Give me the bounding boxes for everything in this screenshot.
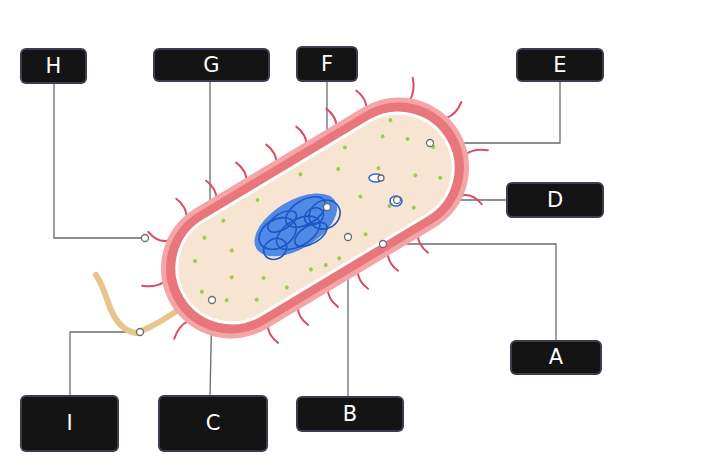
plasmid (390, 196, 402, 206)
ribosome (308, 267, 313, 272)
capsule (142, 78, 488, 357)
label-box: E (518, 50, 602, 80)
leader-point (209, 297, 216, 304)
ribosome (342, 145, 347, 150)
pili (113, 47, 519, 387)
leader-lines (54, 80, 560, 398)
dna-loop (264, 206, 300, 236)
label-letter: B (343, 404, 357, 425)
pilus (466, 143, 488, 161)
ribosome (229, 248, 234, 253)
capsule-halo (135, 71, 495, 364)
ribosome (221, 218, 226, 223)
ribosome (405, 136, 410, 141)
leader-point (137, 329, 144, 336)
leader-line (70, 332, 140, 397)
nucleoid (244, 181, 348, 270)
label-letter: E (553, 55, 566, 76)
dna-loop (260, 234, 291, 264)
ribosome (411, 205, 416, 210)
label-box: F (298, 48, 356, 80)
leader-point (394, 197, 401, 204)
leader-line (54, 82, 145, 238)
leader-point (324, 204, 331, 211)
label-box: C (160, 397, 266, 450)
ribosome (261, 275, 266, 280)
ribosome (323, 262, 328, 267)
label-box: B (298, 398, 402, 430)
leader-line (383, 244, 556, 342)
ribosome (254, 297, 259, 302)
pilus (443, 102, 464, 118)
ribosome (335, 166, 340, 171)
ribosome (413, 172, 418, 177)
cytoplasm (156, 93, 473, 344)
ribosome (202, 235, 207, 240)
ribosome (298, 172, 303, 177)
ribosome (388, 117, 393, 122)
label-letter: G (203, 55, 219, 76)
label-box: I (22, 397, 117, 450)
dna-loop (291, 217, 331, 251)
ribosome (363, 232, 368, 237)
leader-points (137, 140, 434, 336)
cell-body (113, 47, 519, 387)
ribosome (376, 165, 381, 170)
ribosome (358, 194, 363, 199)
ribosome (224, 297, 229, 302)
label-box: D (508, 184, 602, 216)
label-box: G (155, 50, 268, 80)
ribosome (336, 256, 341, 261)
ribosome (255, 197, 260, 202)
ribosome (284, 285, 289, 290)
leader-point (378, 175, 384, 181)
label-letter: F (321, 54, 333, 75)
label-letter: A (549, 347, 563, 368)
nucleoid-body (244, 181, 348, 270)
dna-loop (301, 204, 326, 228)
label-letter: C (206, 413, 221, 434)
leader-point (142, 235, 149, 242)
plasmid (369, 174, 383, 182)
label-letter: I (66, 413, 72, 434)
label-letter: H (46, 56, 62, 77)
ribosomes (173, 106, 460, 331)
ribosome (229, 275, 234, 280)
leader-point (380, 241, 387, 248)
leader-point (427, 140, 434, 147)
dna-loops (251, 186, 349, 268)
label-box: H (22, 50, 85, 82)
plasmids (369, 174, 402, 206)
label-letter: D (547, 190, 563, 211)
dna-loop (304, 194, 346, 234)
pilus (142, 275, 164, 293)
pilus (401, 78, 422, 101)
ribosome (437, 175, 442, 180)
ribosome (199, 289, 204, 294)
label-box: A (512, 342, 600, 373)
ribosome (380, 134, 385, 139)
leader-point (345, 234, 352, 241)
ribosome (192, 258, 197, 263)
